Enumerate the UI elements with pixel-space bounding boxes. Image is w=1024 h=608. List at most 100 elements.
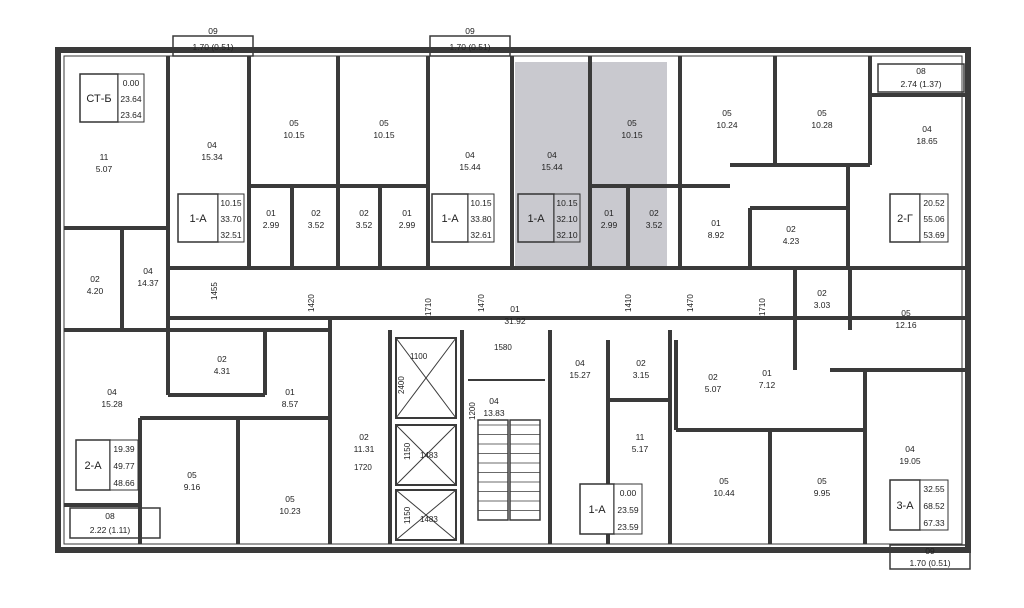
room-area: 15.28 [101, 399, 123, 409]
room-code: 05 [722, 108, 732, 118]
apartment-reduced-area: 48.66 [113, 478, 135, 488]
room-code: 05 [379, 118, 389, 128]
dimension-label: 1483 [420, 451, 438, 460]
room-code: 02 [217, 354, 227, 364]
balcony-code: 09 [465, 26, 475, 36]
apartment-total-area: 33.80 [470, 214, 492, 224]
dimension-labels: 1455 1420 1710 1470 1410 1470 1710 1580 … [210, 282, 767, 524]
room-code: 04 [207, 140, 217, 150]
room-label: 115.17 [632, 432, 649, 454]
room-area: 3.52 [646, 220, 663, 230]
balcony-outline [877, 63, 965, 93]
room-area: 10.28 [811, 120, 833, 130]
apartment-reduced-area: 23.64 [120, 110, 142, 120]
balcony-outline [429, 35, 511, 57]
apartment-living-area: 10.15 [556, 198, 578, 208]
room-area: 13.83 [483, 408, 505, 418]
room-code: 02 [708, 372, 718, 382]
room-label: 017.12 [759, 368, 776, 390]
room-code: 01 [402, 208, 412, 218]
apartment-living-area: 10.15 [470, 198, 492, 208]
room-code: 05 [289, 118, 299, 128]
room-area: 15.44 [459, 162, 481, 172]
apartment-total-area: 23.64 [120, 94, 142, 104]
room-area: 5.07 [705, 384, 722, 394]
room-label: 023.15 [633, 358, 650, 380]
room-code: 02 [649, 208, 659, 218]
apartment-living-area: 32.55 [923, 484, 945, 494]
room-area: 10.24 [716, 120, 738, 130]
dimension-label: 1200 [468, 402, 477, 420]
room-code: 01 [266, 208, 276, 218]
room-label: 023.52 [356, 208, 373, 230]
apartment-living-area: 20.52 [923, 198, 945, 208]
room-code: 01 [762, 368, 772, 378]
apartment-type: 1-А [189, 213, 207, 225]
room-area: 8.57 [282, 399, 299, 409]
room-label: 059.16 [184, 470, 201, 492]
room-code: 02 [359, 208, 369, 218]
room-code: 11 [100, 152, 109, 162]
dimension-label: 1470 [477, 294, 486, 312]
apartment-reduced-area: 67.33 [923, 518, 945, 528]
room-code: 04 [465, 150, 475, 160]
dimension-label: 1410 [624, 294, 633, 312]
balcony-area: 1.70 (0.51) [449, 42, 490, 52]
dimension-label: 1720 [354, 463, 372, 472]
room-area: 10.15 [373, 130, 395, 140]
room-label: 023.52 [308, 208, 325, 230]
balcony-area: 2.74 (1.37) [900, 79, 941, 89]
room-label: 012.99 [399, 208, 416, 230]
room-code: 05 [901, 308, 911, 318]
dimension-label: 1710 [758, 298, 767, 316]
room-code: 01 [711, 218, 721, 228]
room-code: 02 [90, 274, 100, 284]
room-code: 02 [359, 432, 369, 442]
room-area: 5.17 [632, 444, 649, 454]
balcony-outline [172, 35, 254, 57]
apartment-box: 2-Г 20.52 55.06 53.69 [889, 193, 949, 243]
room-label: 018.92 [708, 218, 725, 240]
apartment-box: 3-А 32.55 68.52 67.33 [889, 479, 949, 531]
room-label: 024.20 [87, 274, 104, 296]
balcony-code: 09 [208, 26, 218, 36]
room-label: 05 10.15 [373, 118, 395, 140]
apartment-reduced-area: 32.61 [470, 230, 492, 240]
apartment-box: 1-А 10.15 33.70 32.51 [177, 193, 245, 243]
room-label: 024.23 [783, 224, 800, 246]
balcony-code: 08 [105, 511, 115, 521]
balcony-outlines [69, 35, 971, 570]
room-code: 04 [905, 444, 915, 454]
room-code: 04 [489, 396, 499, 406]
apartment-total-area: 55.06 [923, 214, 945, 224]
balcony-code: 09 [925, 546, 935, 556]
room-area: 4.23 [783, 236, 800, 246]
apartment-living-area: 0.00 [123, 78, 140, 88]
outer-wall [55, 47, 971, 553]
room-code: 02 [636, 358, 646, 368]
dimension-label: 1150 [403, 442, 412, 460]
dimension-label: 1483 [420, 515, 438, 524]
room-label: 012.99 [601, 208, 618, 230]
dimension-label: 1580 [494, 343, 512, 352]
room-label: 025.07 [705, 372, 722, 394]
apartment-total-area: 33.70 [220, 214, 242, 224]
apartment-living-area: 10.15 [220, 198, 242, 208]
room-code: 01 [510, 304, 520, 314]
room-code: 05 [817, 476, 827, 486]
room-label: 012.99 [263, 208, 280, 230]
room-label: 05 10.24 [716, 108, 738, 130]
room-area: 4.20 [87, 286, 104, 296]
room-code: 05 [627, 118, 637, 128]
balcony-area: 1.70 (0.51) [192, 42, 233, 52]
apartment-box: СТ-Б 0.00 23.64 23.64 [79, 73, 145, 123]
dimension-label: 1100 [410, 352, 428, 361]
